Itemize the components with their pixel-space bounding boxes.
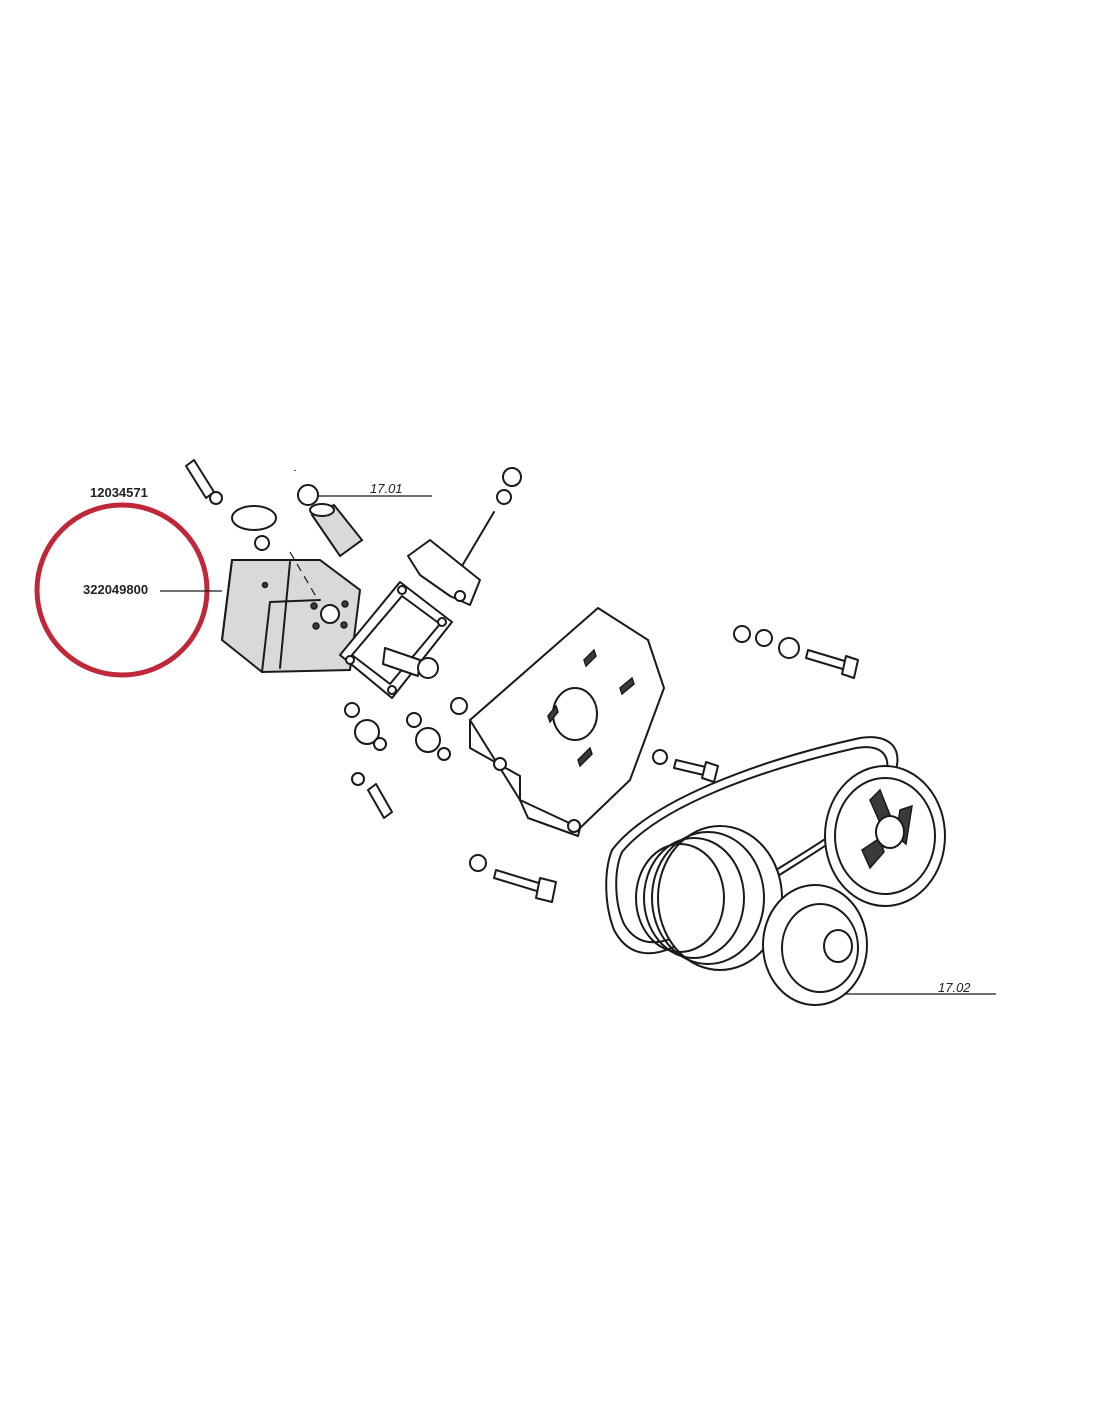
hose bbox=[230, 437, 301, 551]
bolt-top-left bbox=[185, 459, 223, 505]
part-number-highlighted: 322049800 bbox=[83, 582, 148, 597]
pulley-bolt bbox=[469, 854, 557, 903]
idler-fasteners bbox=[733, 625, 859, 679]
ref-label-filter: 17.01 bbox=[370, 481, 403, 496]
pump-fasteners bbox=[344, 697, 468, 819]
hydraulic-pump bbox=[220, 559, 362, 674]
pump-flange bbox=[339, 581, 453, 699]
ref-label-pulley: 17.02 bbox=[938, 980, 971, 995]
plate-bolt bbox=[652, 749, 719, 783]
suction-filter bbox=[289, 484, 364, 601]
highlight-circle bbox=[34, 502, 210, 678]
pulley-assembly bbox=[605, 736, 946, 1006]
part-number-top-left: 12034571 bbox=[90, 485, 148, 500]
mounting-plate bbox=[469, 607, 665, 837]
tension-bracket bbox=[407, 467, 522, 606]
